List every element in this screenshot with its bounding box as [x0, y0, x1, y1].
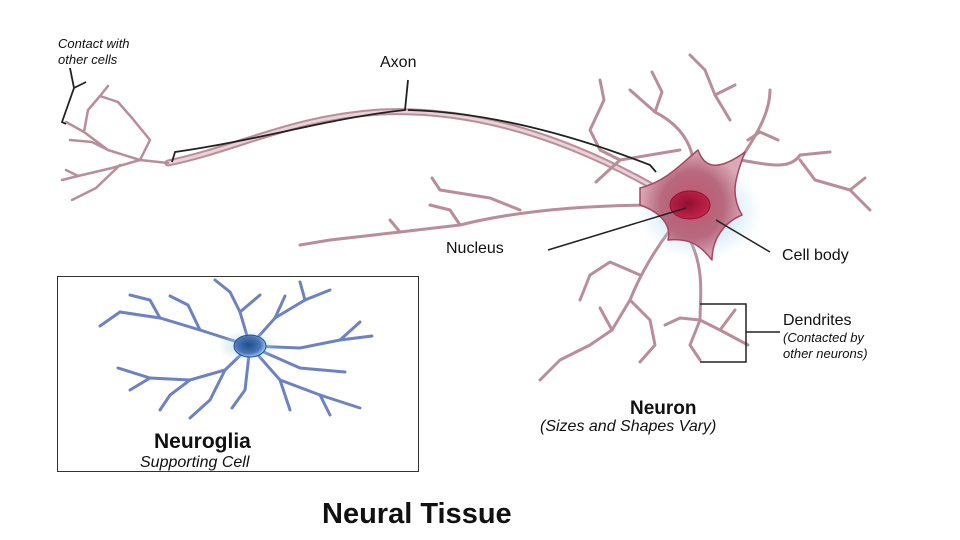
axon-label: Axon: [380, 54, 416, 72]
axon-terminals: [62, 86, 168, 200]
neuroglia-caption: Supporting Cell: [140, 454, 249, 472]
dendrites-note-line1: (Contacted by: [783, 330, 864, 345]
contact-label-line2: other cells: [58, 52, 117, 67]
contact-label-line1: Contact with: [58, 36, 130, 51]
neuron-caption: (Sizes and Shapes Vary): [540, 418, 716, 436]
page-title: Neural Tissue: [322, 498, 512, 531]
dendrites-label: Dendrites: [783, 312, 851, 330]
contact-bracket: [62, 68, 86, 124]
neuron-title: Neuron: [630, 398, 697, 420]
neuroglia-title: Neuroglia: [154, 430, 251, 454]
axon-fiber: [168, 112, 650, 185]
axon-bracket: [172, 80, 656, 172]
nucleus: [670, 191, 710, 219]
cell-body-label: Cell body: [782, 247, 849, 265]
dendrites-note-line2: other neurons): [783, 346, 868, 361]
nucleus-label: Nucleus: [446, 240, 504, 258]
dendrites-bracket: [700, 304, 780, 362]
